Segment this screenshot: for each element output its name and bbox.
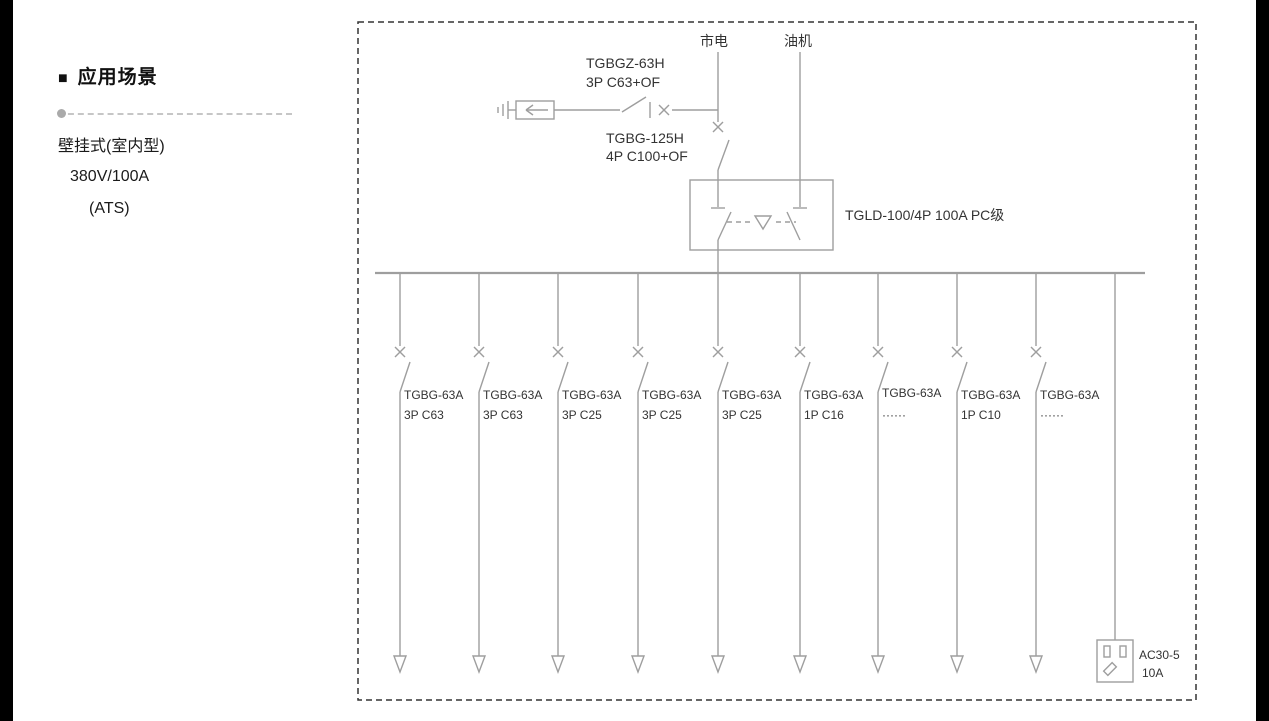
branch-1-spec: 3P C63 <box>404 408 444 422</box>
branch-5-spec: 3P C25 <box>722 408 762 422</box>
section-title-text: 应用场景 <box>77 67 158 88</box>
feeder-branch-3 <box>551 273 569 673</box>
branch-9-spec: ······ <box>1040 408 1064 422</box>
generator-source-label: 油机 <box>784 33 812 49</box>
branch-9-model: TGBG-63A <box>1040 388 1099 402</box>
spd-breaker-spec: 3P C63+OF <box>586 74 660 90</box>
feeder-branch-1 <box>393 273 411 673</box>
socket-model: AC30-5 <box>1139 648 1180 662</box>
spd-arrester-icon <box>515 100 555 120</box>
square-bullet-icon: ■ <box>58 70 69 87</box>
divider-dot-icon <box>57 109 66 118</box>
spd-breaker-model: TGBGZ-63H <box>586 55 665 71</box>
section-title: ■ 应用场景 <box>58 62 308 89</box>
socket-rating: 10A <box>1142 666 1163 680</box>
main-breaker-icon <box>712 121 730 171</box>
feeder-branch-7 <box>871 273 889 673</box>
branch-6-model: TGBG-63A <box>804 388 863 402</box>
branch-4-spec: 3P C25 <box>642 408 682 422</box>
ats-contacts-icon <box>711 207 807 273</box>
ats-switch <box>689 179 834 273</box>
branch-2-spec: 3P C63 <box>483 408 523 422</box>
socket-icon <box>1096 639 1134 683</box>
right-edge-bar <box>1256 0 1269 721</box>
feeder-branch-9 <box>1029 273 1047 673</box>
branch-3-spec: 3P C25 <box>562 408 602 422</box>
branch-3-model: TGBG-63A <box>562 388 621 402</box>
spec-mounting-type: 壁挂式(室内型) <box>58 138 165 155</box>
branch-5-model: TGBG-63A <box>722 388 781 402</box>
branch-2-model: TGBG-63A <box>483 388 542 402</box>
spd-breaker-icon <box>621 96 670 118</box>
feeder-branch-6 <box>793 273 811 673</box>
feeder-branch-8 <box>950 273 968 673</box>
earth-ground-icon <box>497 101 509 119</box>
branch-8-spec: 1P C10 <box>961 408 1001 422</box>
branch-4-model: TGBG-63A <box>642 388 701 402</box>
mains-incoming-line <box>712 52 730 207</box>
feeder-branch-5 <box>711 273 729 673</box>
spec-ats-type: (ATS) <box>89 200 130 217</box>
main-breaker-spec: 4P C100+OF <box>606 148 688 164</box>
feeder-branch-4 <box>631 273 649 673</box>
branch-8-model: TGBG-63A <box>961 388 1020 402</box>
sidebar: ■ 应用场景 壁挂式(室内型) 380V/100A (ATS) <box>57 62 308 218</box>
ats-mechanism-icon <box>753 215 773 231</box>
branch-1-model: TGBG-63A <box>404 388 463 402</box>
spd-branch <box>497 96 718 120</box>
ats-label: TGLD-100/4P 100A PC级 <box>845 207 1004 223</box>
socket-branch <box>1096 273 1134 683</box>
branch-7-spec: ······ <box>882 408 906 422</box>
spec-voltage-rating: 380V/100A <box>70 168 150 185</box>
feeder-branch-2 <box>472 273 490 673</box>
dashed-divider <box>57 109 292 118</box>
branch-7-model: TGBG-63A <box>882 386 941 400</box>
diagram-dashed-border <box>357 21 1197 701</box>
mains-source-label: 市电 <box>700 33 728 49</box>
left-edge-bar <box>0 0 13 721</box>
main-breaker-model: TGBG-125H <box>606 130 684 146</box>
branch-6-spec: 1P C16 <box>804 408 844 422</box>
